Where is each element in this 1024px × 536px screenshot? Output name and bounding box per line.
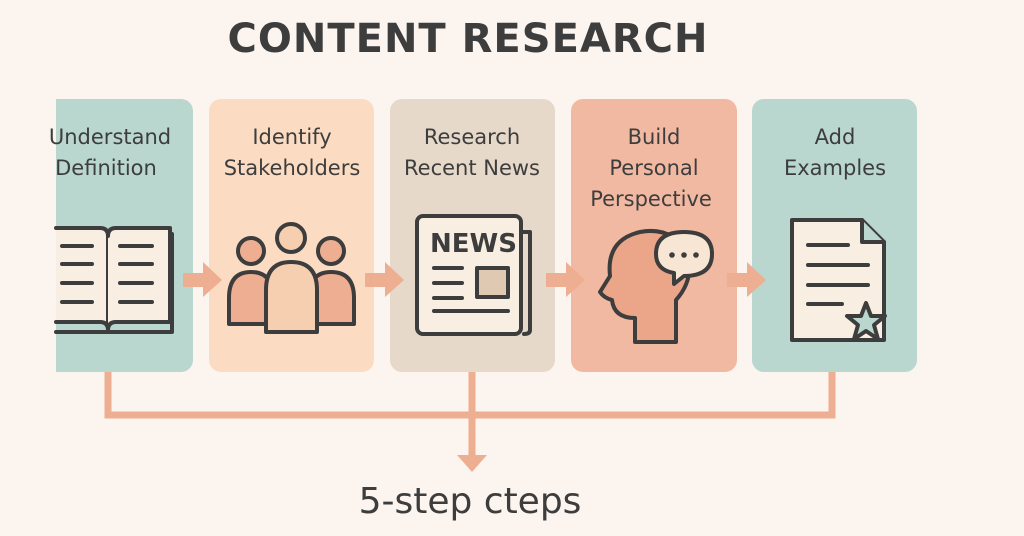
arrow-right-icon — [365, 262, 404, 297]
step-label-line1: Understand — [49, 125, 171, 149]
arrow-right-icon — [727, 262, 766, 297]
step-card-3: Research Recent News NEWS — [390, 99, 555, 372]
step-label-line1: Add — [815, 125, 856, 149]
step-label-line2: Examples — [784, 156, 886, 180]
footer-caption: 5-step cteps — [359, 481, 582, 522]
open-book-icon — [54, 226, 174, 334]
step-label-line1: Identify — [252, 125, 331, 149]
step-card-2: Identify Stakeholders — [209, 99, 374, 372]
connector-lines — [104, 372, 836, 458]
step-card-4: Build Personal Perspective — [571, 99, 737, 372]
step-label-line1: Build — [628, 125, 681, 149]
head-speech-bubble-icon — [598, 229, 714, 344]
step-label-line2: Stakeholders — [224, 156, 361, 180]
down-arrow — [457, 455, 487, 472]
arrow-right-icon — [183, 262, 222, 297]
step-label-line1: Research — [424, 125, 520, 149]
newspaper-icon-text: NEWS — [430, 229, 517, 259]
newspaper-icon: NEWS — [415, 214, 532, 336]
step-arrows — [183, 262, 766, 297]
arrow-right-icon — [546, 262, 585, 297]
step-label-line3: Perspective — [590, 187, 712, 211]
step-card-1: Understand Definition — [0, 99, 193, 372]
people-group-icon — [227, 222, 356, 334]
diagram-title: CONTENT RESEARCH — [228, 16, 709, 62]
step-label-line2: Personal — [609, 156, 698, 180]
step-label-line2: Definition — [55, 156, 157, 180]
step-card-5: Add Examples — [752, 99, 917, 372]
document-star-icon — [790, 218, 887, 342]
step-label-line2: Recent News — [404, 156, 540, 180]
